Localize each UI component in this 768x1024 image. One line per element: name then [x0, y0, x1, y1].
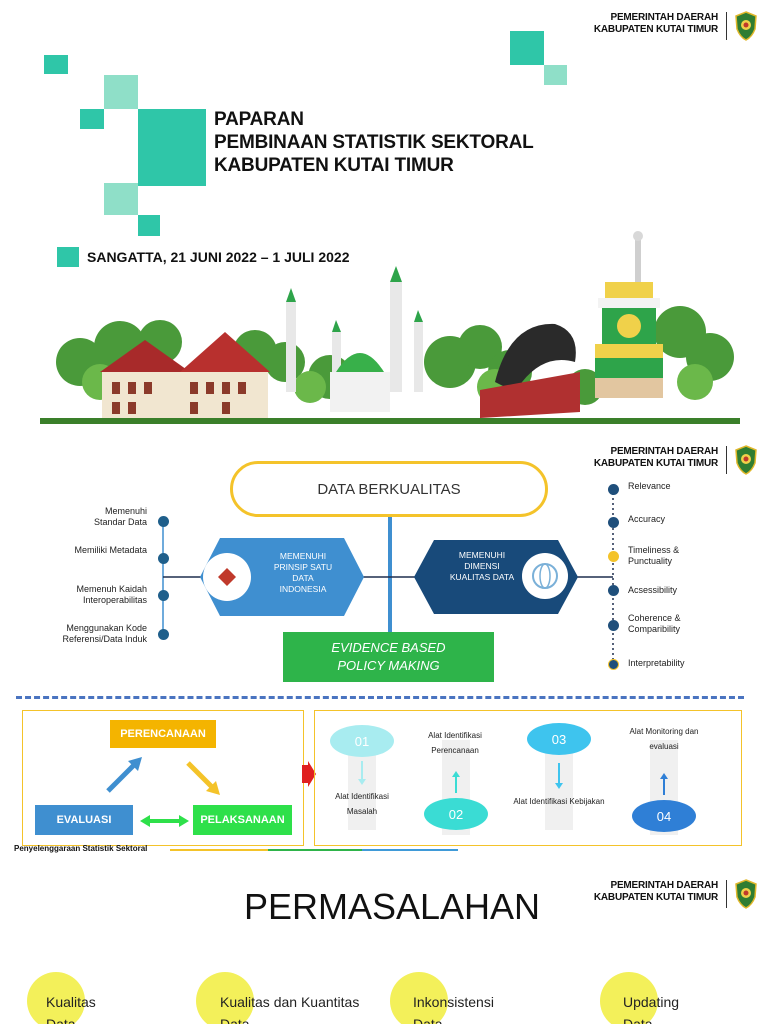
title-line: KABUPATEN KUTAI TIMUR: [214, 155, 454, 176]
decor-square: [138, 215, 160, 236]
quality-dimension-logo: [522, 553, 568, 599]
issue-bullet: [27, 972, 85, 1024]
slide-problems: PEMERINTAH DAERAH KABUPATEN KUTAI TIMUR …: [0, 856, 768, 1024]
evaluation-box: EVALUASI: [35, 805, 133, 835]
city-landmarks-illustration: [40, 231, 740, 424]
footer-line-blue: [362, 849, 458, 851]
dimension-dot: [608, 517, 619, 528]
steps-panel: [314, 710, 742, 846]
problems-title: PERMASALAHAN: [243, 886, 541, 927]
gov-divider: [726, 446, 727, 474]
regency-emblem-icon: [735, 879, 757, 909]
step-badge: 01: [330, 725, 394, 757]
planning-box: PERENCANAAN: [110, 720, 216, 748]
dimension-dot: [608, 551, 619, 562]
gov-label: PEMERINTAH DAERAH KABUPATEN KUTAI TIMUR: [593, 12, 718, 35]
gov-label: PEMERINTAH DAERAH KABUPATEN KUTAI TIMUR: [593, 880, 718, 903]
decor-square: [44, 55, 68, 74]
event-date: SANGATTA, 21 JUNI 2022 – 1 JULI 2022: [87, 249, 350, 265]
issue-bullet: [600, 972, 658, 1024]
issue-bullet: [196, 972, 254, 1024]
implementation-box: PELAKSANAAN: [193, 805, 292, 835]
step-arrows: [358, 761, 668, 795]
dimension-dot: [608, 484, 619, 495]
globe-icon: [532, 563, 558, 589]
step-badge: 02: [424, 798, 488, 830]
principle-item: Memiliki Metadata: [74, 545, 147, 555]
gov-divider: [726, 880, 727, 908]
presentation-title: PAPARAN PEMBINAAN STATISTIK SEKTORAL KAB…: [214, 108, 534, 177]
gov-label: PEMERINTAH DAERAH KABUPATEN KUTAI TIMUR: [593, 446, 718, 469]
dimension-text: MEMENUHI DIMENSI KUALITAS DATA: [449, 550, 515, 582]
decor-square: [80, 109, 104, 129]
regency-emblem-icon: [735, 445, 757, 475]
date-bullet: [57, 247, 79, 267]
decor-square: [104, 183, 138, 215]
regency-emblem-icon: [735, 11, 757, 41]
dimension-item: Coherence &Comparibility: [628, 613, 681, 634]
data-quality-box: DATA BERKUALITAS: [230, 461, 548, 517]
decor-square: [104, 75, 138, 109]
dimension-item: Acsessibility: [628, 585, 678, 595]
decor-square: [138, 109, 206, 186]
principle-dot: [158, 516, 169, 527]
title-line: PAPARAN: [214, 109, 304, 130]
footer-line-green: [268, 849, 362, 851]
satu-data-logo: [203, 553, 251, 601]
step-badge: 04: [632, 800, 696, 832]
title-line: PEMBINAAN STATISTIK SEKTORAL: [214, 132, 534, 153]
issue-bullet: [390, 972, 448, 1024]
data-quality-label: DATA BERKUALITAS: [317, 480, 461, 498]
slide-data-quality: PEMERINTAH DAERAH KABUPATEN KUTAI TIMUR …: [0, 440, 768, 688]
gov-divider: [726, 12, 727, 40]
cycle-footer: Penyelenggaraan Statistik Sektoral: [14, 844, 148, 853]
dimension-item: Accuracy: [628, 514, 666, 524]
satu-data-icon: [218, 568, 236, 586]
dimension-item: Interpretability: [628, 658, 685, 668]
dimension-dot: [608, 620, 619, 631]
decor-square: [510, 31, 544, 65]
step-badge: 03: [527, 723, 591, 755]
cycle-arrows: [106, 757, 220, 827]
dimension-dot: [608, 585, 619, 596]
dimension-item: Relevance: [628, 481, 671, 491]
step-label: Alat Identifikasi Kebijakan: [513, 797, 605, 806]
principle-dot: [158, 629, 169, 640]
section-divider: [16, 696, 744, 699]
slide-statistics-cycle: PERENCANAAN EVALUASI PELAKSANAAN 01 02 0…: [0, 705, 768, 855]
decor-square: [544, 65, 567, 85]
dimension-dot: [608, 659, 619, 670]
slide-title: PEMERINTAH DAERAH KABUPATEN KUTAI TIMUR …: [0, 0, 768, 440]
evidence-based-box: EVIDENCE BASED POLICY MAKING: [283, 632, 494, 682]
footer-line-yellow: [170, 849, 268, 851]
principle-dot: [158, 553, 169, 564]
next-arrow-icon: [302, 761, 316, 787]
dimension-item: Timeliness &Punctuality: [628, 545, 680, 566]
principle-text: MEMENUHI PRINSIP SATU DATA INDONESIA: [273, 551, 333, 594]
principle-dot: [158, 590, 169, 601]
